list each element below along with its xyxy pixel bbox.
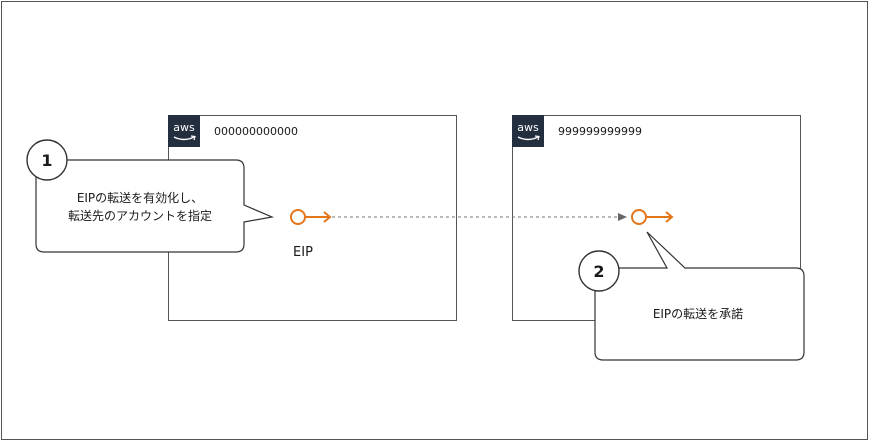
step-1-text-line2: 転送先のアカウントを指定: [68, 208, 212, 223]
source-account-id: 000000000000: [214, 125, 298, 138]
aws-logo-text: aws: [173, 121, 195, 134]
step-2-badge: 2: [578, 250, 620, 292]
step-1-text-line1: EIPの転送を有効化し、: [77, 190, 203, 205]
step-1-number: 1: [41, 151, 52, 170]
step-2-text: EIPの転送を承諾: [653, 306, 743, 321]
aws-logo-icon: aws: [512, 115, 544, 147]
eip-label: EIP: [293, 245, 313, 260]
step-2-number: 2: [593, 262, 604, 281]
step-1-callout: EIPの転送を有効化し、 転送先のアカウントを指定: [35, 159, 275, 253]
aws-logo-text: aws: [517, 121, 539, 134]
target-account-id: 999999999999: [558, 125, 642, 138]
elastic-ip-icon: [290, 209, 332, 225]
aws-logo-icon: aws: [168, 115, 200, 147]
elastic-ip-icon: [631, 209, 674, 225]
step-1-badge: 1: [26, 139, 68, 181]
